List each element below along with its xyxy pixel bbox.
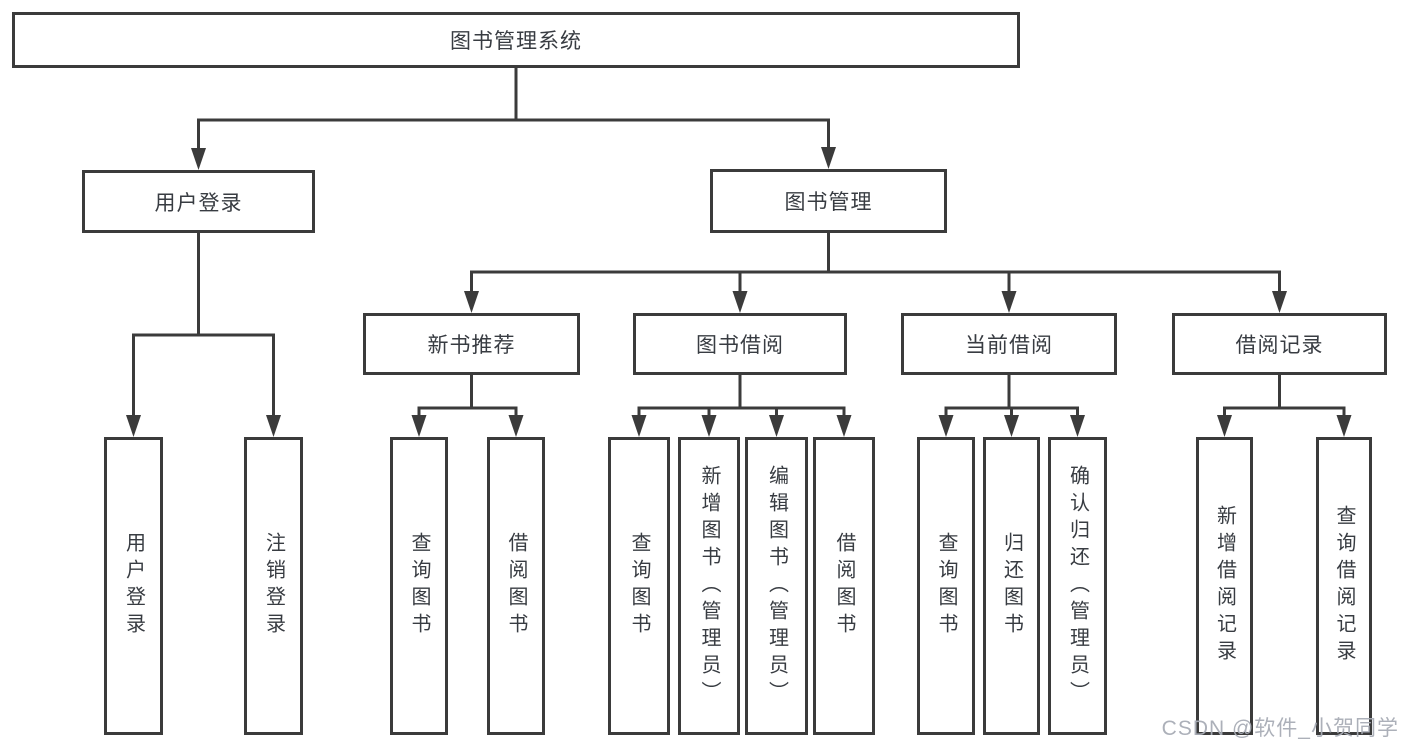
connector-root-to-level2	[191, 68, 836, 170]
leaf-label: 借阅图书	[505, 532, 527, 640]
leaf-label: 注销登录	[262, 532, 285, 640]
leaf-logout: 注销登录	[244, 437, 303, 735]
leaf-label: 查询图书	[935, 532, 957, 640]
arrowhead	[191, 148, 206, 170]
leaf-user-login: 用户登录	[104, 437, 163, 735]
arrowhead	[1336, 415, 1352, 437]
node-new-book-recommend: 新书推荐	[363, 313, 580, 375]
arrowhead	[266, 415, 281, 437]
leaf-label: 新增图书（管理员）	[698, 464, 720, 708]
node-book-borrow: 图书借阅	[633, 313, 847, 375]
leaf-label: 归还图书	[1000, 532, 1023, 640]
leaf-borrow-books-recommend: 借阅图书	[487, 437, 545, 735]
leaf-label: 查询图书	[408, 532, 430, 640]
arrowhead	[1070, 415, 1085, 437]
leaf-edit-book-admin: 编辑图书（管理员）	[745, 437, 808, 735]
connector-borrow-records-to-leaves	[1217, 375, 1352, 437]
connector-current-borrow-to-leaves	[938, 375, 1085, 437]
arrowhead	[1217, 415, 1232, 437]
arrowhead	[1004, 415, 1019, 437]
leaf-add-book-admin: 新增图书（管理员）	[678, 437, 740, 735]
leaf-label: 用户登录	[122, 532, 145, 640]
leaf-query-borrow-record: 查询借阅记录	[1316, 437, 1372, 735]
arrowhead	[411, 415, 427, 437]
node-borrow-records: 借阅记录	[1172, 313, 1387, 375]
leaf-query-books-recommend: 查询图书	[390, 437, 448, 735]
node-user-login: 用户登录	[82, 170, 315, 233]
arrowhead	[631, 415, 647, 437]
leaf-label: 查询借阅记录	[1333, 505, 1355, 667]
leaf-query-books-borrow: 查询图书	[608, 437, 670, 735]
arrowhead	[821, 147, 836, 169]
connector-book-management-to-level3	[464, 233, 1287, 313]
arrowhead	[701, 415, 717, 437]
arrowhead	[732, 291, 748, 313]
arrowhead	[1272, 291, 1287, 313]
leaf-label: 查询图书	[628, 532, 650, 640]
leaf-return-books: 归还图书	[983, 437, 1040, 735]
node-current-borrow: 当前借阅	[901, 313, 1117, 375]
leaf-borrow-books: 借阅图书	[813, 437, 875, 735]
arrowhead	[508, 415, 524, 437]
leaf-add-borrow-record: 新增借阅记录	[1196, 437, 1253, 735]
arrowhead	[769, 415, 784, 437]
leaf-label: 编辑图书（管理员）	[765, 464, 788, 708]
leaf-label: 新增借阅记录	[1213, 505, 1236, 667]
node-library-management-system: 图书管理系统	[12, 12, 1020, 68]
connector-book-borrow-to-leaves	[631, 375, 852, 437]
leaf-label: 确认归还（管理员）	[1066, 464, 1089, 708]
connector-new-book-to-leaves	[411, 375, 524, 437]
arrowhead	[1001, 291, 1017, 313]
arrowhead	[938, 415, 954, 437]
csdn-watermark: CSDN @软件_小贺同学	[1161, 717, 1399, 740]
leaf-label: 借阅图书	[833, 532, 855, 640]
node-book-management: 图书管理	[710, 169, 947, 233]
arrowhead	[464, 291, 479, 313]
leaf-query-books-current: 查询图书	[917, 437, 975, 735]
arrowhead	[836, 415, 852, 437]
connector-user-login-to-leaves	[126, 233, 281, 437]
leaf-confirm-return-admin: 确认归还（管理员）	[1048, 437, 1107, 735]
arrowhead	[126, 415, 141, 437]
